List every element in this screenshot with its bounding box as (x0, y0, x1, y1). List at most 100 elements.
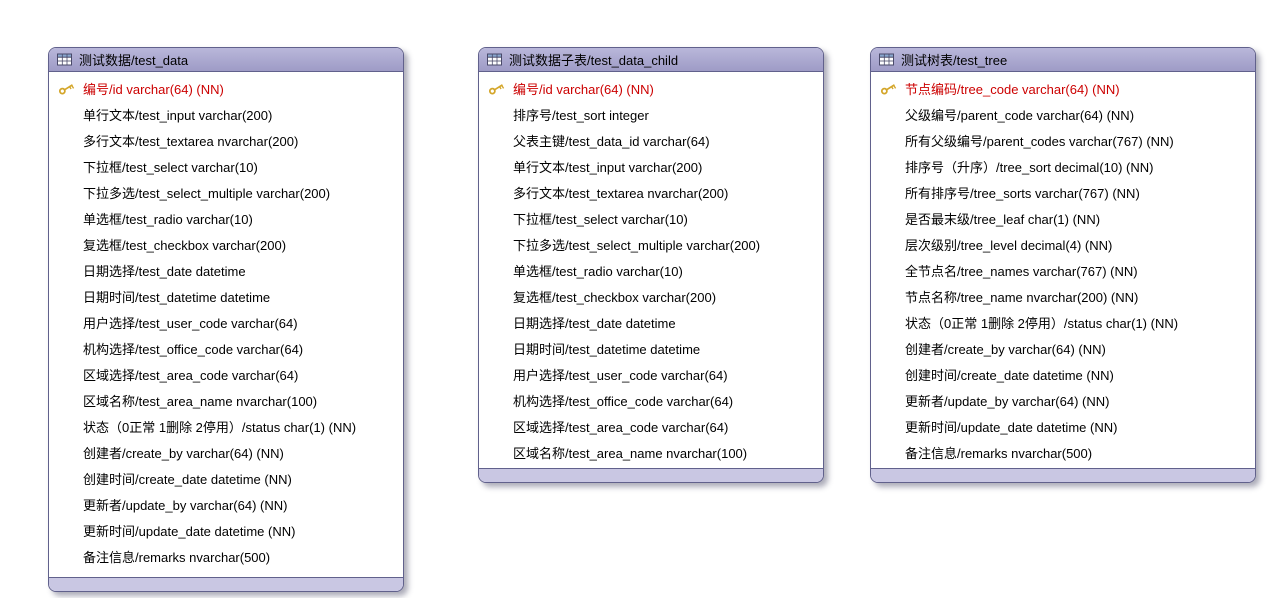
field-row[interactable]: 所有排序号/tree_sorts varchar(767) (NN) (871, 179, 1255, 205)
key-gutter (49, 366, 83, 383)
field-row[interactable]: 下拉框/test_select varchar(10) (479, 205, 823, 231)
field-row[interactable]: 排序号（升序）/tree_sort decimal(10) (NN) (871, 153, 1255, 179)
entity-footer (479, 468, 823, 482)
field-label: 更新者/update_by varchar(64) (NN) (83, 497, 288, 513)
primary-key-icon (488, 80, 505, 97)
field-row[interactable]: 是否最末级/tree_leaf char(1) (NN) (871, 205, 1255, 231)
key-gutter (479, 262, 513, 279)
key-gutter (479, 80, 513, 97)
field-label: 编号/id varchar(64) (NN) (513, 81, 654, 97)
field-row[interactable]: 层次级别/tree_level decimal(4) (NN) (871, 231, 1255, 257)
field-row[interactable]: 状态（0正常 1删除 2停用）/status char(1) (NN) (871, 309, 1255, 335)
field-row[interactable]: 排序号/test_sort integer (479, 101, 823, 127)
field-row[interactable]: 更新时间/update_date datetime (NN) (871, 413, 1255, 439)
field-row[interactable]: 日期选择/test_date datetime (49, 257, 403, 283)
key-gutter (479, 132, 513, 149)
key-gutter (871, 106, 905, 123)
field-label: 单行文本/test_input varchar(200) (513, 159, 703, 175)
field-row[interactable]: 创建者/create_by varchar(64) (NN) (871, 335, 1255, 361)
entity-header[interactable]: 测试树表/test_tree (871, 48, 1255, 72)
entity-header[interactable]: 测试数据子表/test_data_child (479, 48, 823, 72)
field-label: 备注信息/remarks nvarchar(500) (905, 445, 1093, 461)
field-label: 更新时间/update_date datetime (NN) (83, 523, 296, 539)
field-row[interactable]: 全节点名/tree_names varchar(767) (NN) (871, 257, 1255, 283)
key-gutter (49, 132, 83, 149)
field-label: 备注信息/remarks nvarchar(500) (83, 549, 271, 565)
table-icon (879, 53, 894, 66)
field-row[interactable]: 机构选择/test_office_code varchar(64) (479, 387, 823, 413)
field-row[interactable]: 备注信息/remarks nvarchar(500) (871, 439, 1255, 465)
field-row[interactable]: 节点名称/tree_name nvarchar(200) (NN) (871, 283, 1255, 309)
key-gutter (871, 288, 905, 305)
field-label: 单选框/test_radio varchar(10) (83, 211, 253, 227)
field-row[interactable]: 用户选择/test_user_code varchar(64) (49, 309, 403, 335)
field-label: 创建时间/create_date datetime (NN) (83, 471, 292, 487)
field-row[interactable]: 下拉多选/test_select_multiple varchar(200) (479, 231, 823, 257)
field-row[interactable]: 日期选择/test_date datetime (479, 309, 823, 335)
key-gutter (49, 314, 83, 331)
key-gutter (479, 314, 513, 331)
field-label: 区域名称/test_area_name nvarchar(100) (513, 445, 748, 461)
field-label: 下拉框/test_select varchar(10) (83, 159, 258, 175)
field-row[interactable]: 下拉多选/test_select_multiple varchar(200) (49, 179, 403, 205)
key-gutter (479, 158, 513, 175)
field-label: 下拉多选/test_select_multiple varchar(200) (83, 185, 331, 201)
key-gutter (871, 366, 905, 383)
field-row[interactable]: 区域选择/test_area_code varchar(64) (479, 413, 823, 439)
field-row[interactable]: 单行文本/test_input varchar(200) (49, 101, 403, 127)
key-gutter (871, 418, 905, 435)
field-row[interactable]: 单选框/test_radio varchar(10) (49, 205, 403, 231)
field-label: 创建时间/create_date datetime (NN) (905, 367, 1114, 383)
field-label: 用户选择/test_user_code varchar(64) (513, 367, 728, 383)
entity-header[interactable]: 测试数据/test_data (49, 48, 403, 72)
key-gutter (871, 236, 905, 253)
entity-test-data[interactable]: 测试数据/test_data 编号/id varchar(64) (NN) (48, 47, 404, 592)
key-gutter (871, 340, 905, 357)
field-row[interactable]: 更新者/update_by varchar(64) (NN) (871, 387, 1255, 413)
field-label: 父表主键/test_data_id varchar(64) (513, 133, 710, 149)
field-row[interactable]: 多行文本/test_textarea nvarchar(200) (49, 127, 403, 153)
field-row[interactable]: 日期时间/test_datetime datetime (49, 283, 403, 309)
field-row[interactable]: 区域名称/test_area_name nvarchar(100) (479, 439, 823, 465)
field-label: 日期选择/test_date datetime (513, 315, 676, 331)
field-row[interactable]: 多行文本/test_textarea nvarchar(200) (479, 179, 823, 205)
field-label: 父级编号/parent_code varchar(64) (NN) (905, 107, 1135, 123)
entity-test-tree[interactable]: 测试树表/test_tree 节点编码/tree_code varchar(64… (870, 47, 1256, 483)
field-row[interactable]: 下拉框/test_select varchar(10) (49, 153, 403, 179)
field-row[interactable]: 区域名称/test_area_name nvarchar(100) (49, 387, 403, 413)
key-gutter (49, 184, 83, 201)
field-row[interactable]: 区域选择/test_area_code varchar(64) (49, 361, 403, 387)
key-gutter (871, 80, 905, 97)
field-row[interactable]: 更新者/update_by varchar(64) (NN) (49, 491, 403, 517)
field-row[interactable]: 创建者/create_by varchar(64) (NN) (49, 439, 403, 465)
field-row[interactable]: 单行文本/test_input varchar(200) (479, 153, 823, 179)
field-row[interactable]: 父级编号/parent_code varchar(64) (NN) (871, 101, 1255, 127)
field-row[interactable]: 更新时间/update_date datetime (NN) (49, 517, 403, 543)
field-label: 区域选择/test_area_code varchar(64) (83, 367, 299, 383)
field-row-primary-key[interactable]: 节点编码/tree_code varchar(64) (NN) (871, 75, 1255, 101)
field-row-primary-key[interactable]: 编号/id varchar(64) (NN) (49, 75, 403, 101)
field-label: 层次级别/tree_level decimal(4) (NN) (905, 237, 1113, 253)
key-gutter (871, 158, 905, 175)
key-gutter (49, 418, 83, 435)
entity-test-data-child[interactable]: 测试数据子表/test_data_child 编号/id varchar(64)… (478, 47, 824, 483)
field-label: 是否最末级/tree_leaf char(1) (NN) (905, 211, 1101, 227)
field-row[interactable]: 复选框/test_checkbox varchar(200) (49, 231, 403, 257)
entity-field-list: 编号/id varchar(64) (NN) 单行文本/test_input v… (49, 72, 403, 572)
field-row-primary-key[interactable]: 编号/id varchar(64) (NN) (479, 75, 823, 101)
field-row[interactable]: 状态（0正常 1删除 2停用）/status char(1) (NN) (49, 413, 403, 439)
field-row[interactable]: 用户选择/test_user_code varchar(64) (479, 361, 823, 387)
field-row[interactable]: 所有父级编号/parent_codes varchar(767) (NN) (871, 127, 1255, 153)
field-row[interactable]: 日期时间/test_datetime datetime (479, 335, 823, 361)
key-gutter (871, 210, 905, 227)
field-row[interactable]: 创建时间/create_date datetime (NN) (49, 465, 403, 491)
field-row[interactable]: 备注信息/remarks nvarchar(500) (49, 543, 403, 569)
field-row[interactable]: 机构选择/test_office_code varchar(64) (49, 335, 403, 361)
field-label: 区域名称/test_area_name nvarchar(100) (83, 393, 318, 409)
field-row[interactable]: 父表主键/test_data_id varchar(64) (479, 127, 823, 153)
field-label: 多行文本/test_textarea nvarchar(200) (513, 185, 729, 201)
field-row[interactable]: 单选框/test_radio varchar(10) (479, 257, 823, 283)
field-row[interactable]: 复选框/test_checkbox varchar(200) (479, 283, 823, 309)
entity-title: 测试数据子表/test_data_child (509, 53, 679, 68)
field-row[interactable]: 创建时间/create_date datetime (NN) (871, 361, 1255, 387)
